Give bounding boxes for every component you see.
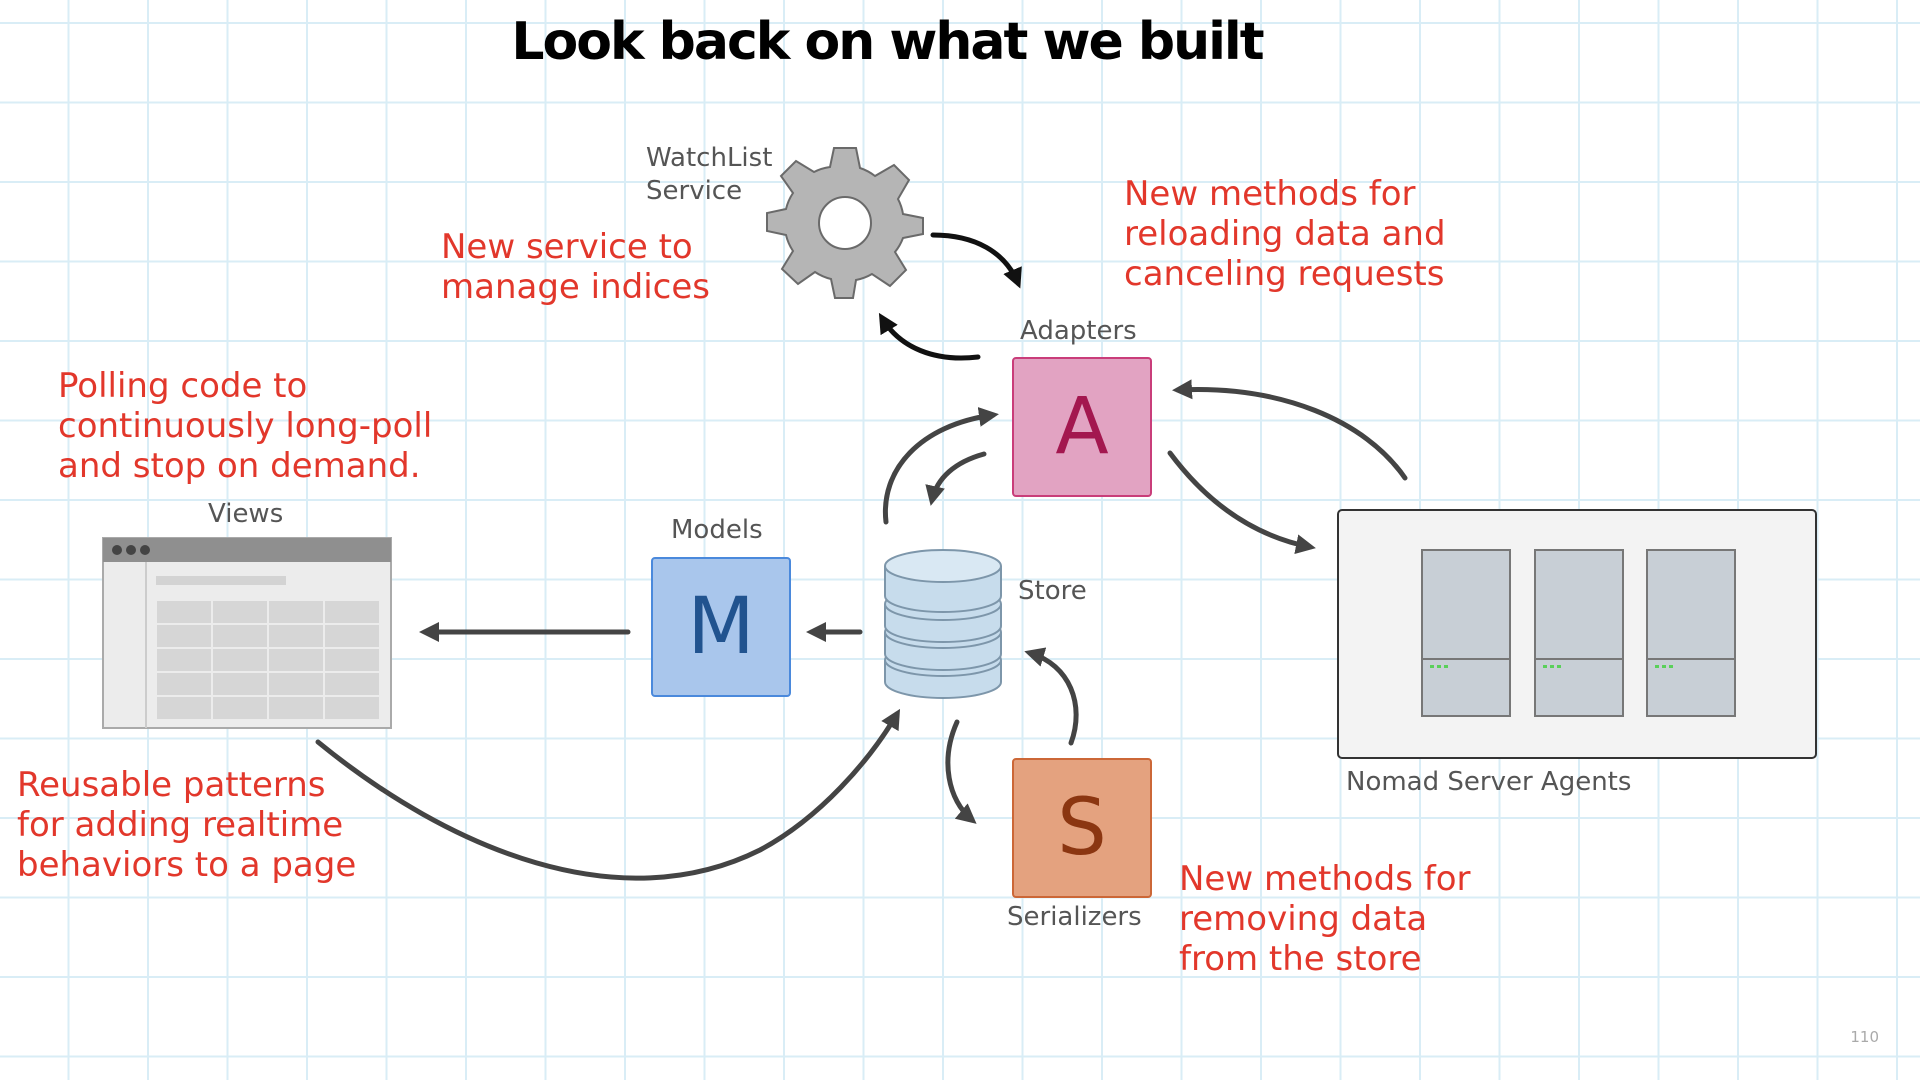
- serializers-note: New methods for removing data from the s…: [1179, 859, 1471, 979]
- page-number: 110: [1850, 1028, 1879, 1046]
- arrow-serializers-to-store: [1024, 647, 1079, 746]
- nomad-server-agents-label: Nomad Server Agents: [1346, 767, 1632, 797]
- database-icon: [884, 549, 1002, 699]
- server-rack-icon: [1337, 509, 1817, 759]
- serializers-box: S: [1012, 758, 1152, 898]
- arrow-views-to-store: [315, 708, 901, 881]
- arrow-adapters-to-gear: [878, 312, 981, 361]
- arrow-nomad-to-adapters: [1172, 379, 1408, 481]
- arrow-store-to-serializers: [945, 719, 977, 824]
- arrow-adapters-to-nomad: [1167, 450, 1316, 555]
- views-label: Views: [208, 499, 284, 529]
- adapters-box: A: [1012, 357, 1152, 497]
- slide-title: Look back on what we built: [511, 12, 1264, 72]
- store-label: Store: [1018, 576, 1087, 606]
- models-label: Models: [671, 515, 763, 545]
- patterns-note: Reusable patterns for adding realtime be…: [17, 765, 357, 885]
- watchlist-note: New service to manage indices: [441, 227, 710, 307]
- models-box: M: [651, 557, 791, 697]
- arrow-gear-to-adapters: [930, 232, 1022, 289]
- browser-window-icon: [102, 537, 392, 729]
- adapters-label: Adapters: [1020, 316, 1137, 346]
- arrow-store-to-adapters: [882, 407, 999, 525]
- serializers-label: Serializers: [1007, 902, 1142, 932]
- watchlist-service-label: WatchList Service: [646, 143, 773, 206]
- gear-icon: [766, 147, 924, 299]
- adapters-note: New methods for reloading data and cance…: [1124, 174, 1446, 294]
- arrow-adapters-to-store: [925, 451, 987, 506]
- polling-note: Polling code to continuously long-poll a…: [58, 366, 433, 486]
